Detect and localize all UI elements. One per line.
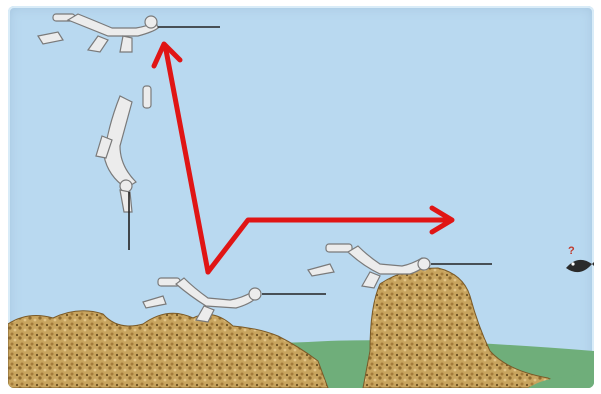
question-mark-annotation: ? — [568, 244, 580, 258]
diver-vertical-descent — [96, 86, 151, 212]
red-path-arrow — [154, 44, 452, 272]
underwater-scene: ? — [8, 6, 594, 388]
diver-horizontal-top — [38, 14, 158, 52]
scene-illustration — [8, 6, 594, 388]
fish-icon — [566, 256, 594, 272]
reef-left — [8, 311, 328, 388]
